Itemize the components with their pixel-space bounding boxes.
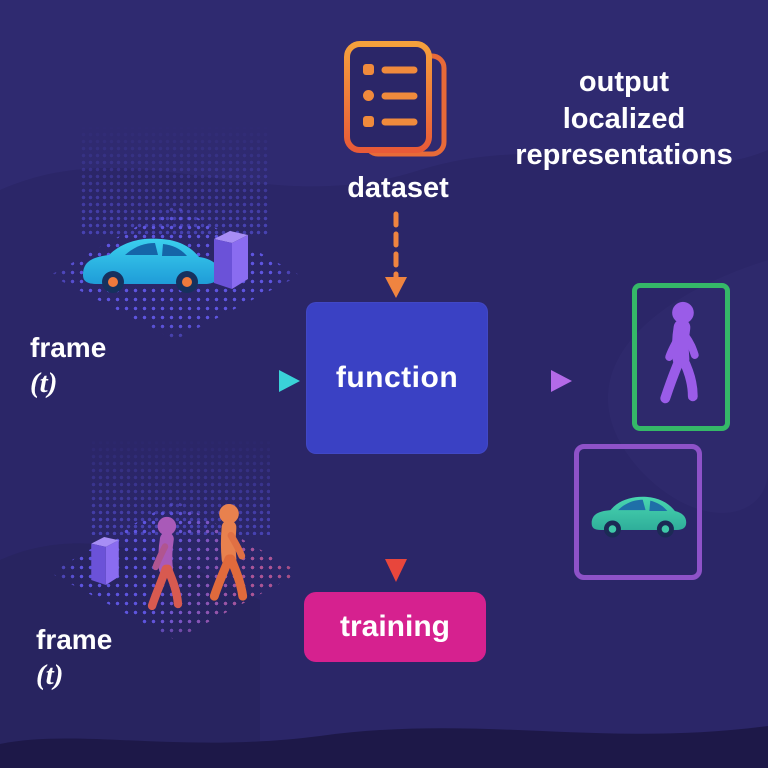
output-caption-line: representations xyxy=(515,139,733,172)
frame-label-line: (t) xyxy=(36,659,64,691)
frame-t-pedestrian-scene xyxy=(50,420,300,645)
person-icon xyxy=(660,301,699,404)
frame-label-line: frame xyxy=(36,624,113,655)
training-node: training xyxy=(304,592,486,662)
dataset-icon xyxy=(338,40,456,170)
frame-to-function-arrow xyxy=(183,370,300,392)
frame-label-line: (t) xyxy=(30,367,58,399)
person-bounding-box xyxy=(632,283,730,431)
function-label: function xyxy=(335,361,459,395)
frame-t-car-scene xyxy=(50,110,300,340)
box-prop-icon xyxy=(88,532,122,590)
function-to-training-arrow xyxy=(385,459,407,582)
function-node: function xyxy=(306,302,488,454)
dataset-to-function-arrow xyxy=(385,211,407,298)
box-prop-icon xyxy=(210,225,252,295)
dataset-label: dataset xyxy=(347,172,449,204)
frame-t-label-bottom: frame (t) xyxy=(36,622,112,693)
frame-t-label-top: frame (t) xyxy=(30,330,106,401)
frame-label-line: frame xyxy=(30,332,107,363)
car-icon xyxy=(591,496,687,538)
output-caption-line: output xyxy=(578,66,670,98)
pedestrian-icon xyxy=(198,502,260,610)
pedestrian-icon xyxy=(135,515,195,617)
function-to-output-arrow xyxy=(495,370,572,392)
training-label: training xyxy=(340,610,450,644)
output-caption-line: localized xyxy=(562,102,686,135)
car-bounding-box xyxy=(574,444,702,580)
output-caption: output localized representations xyxy=(486,64,762,174)
car-icon xyxy=(75,213,225,305)
